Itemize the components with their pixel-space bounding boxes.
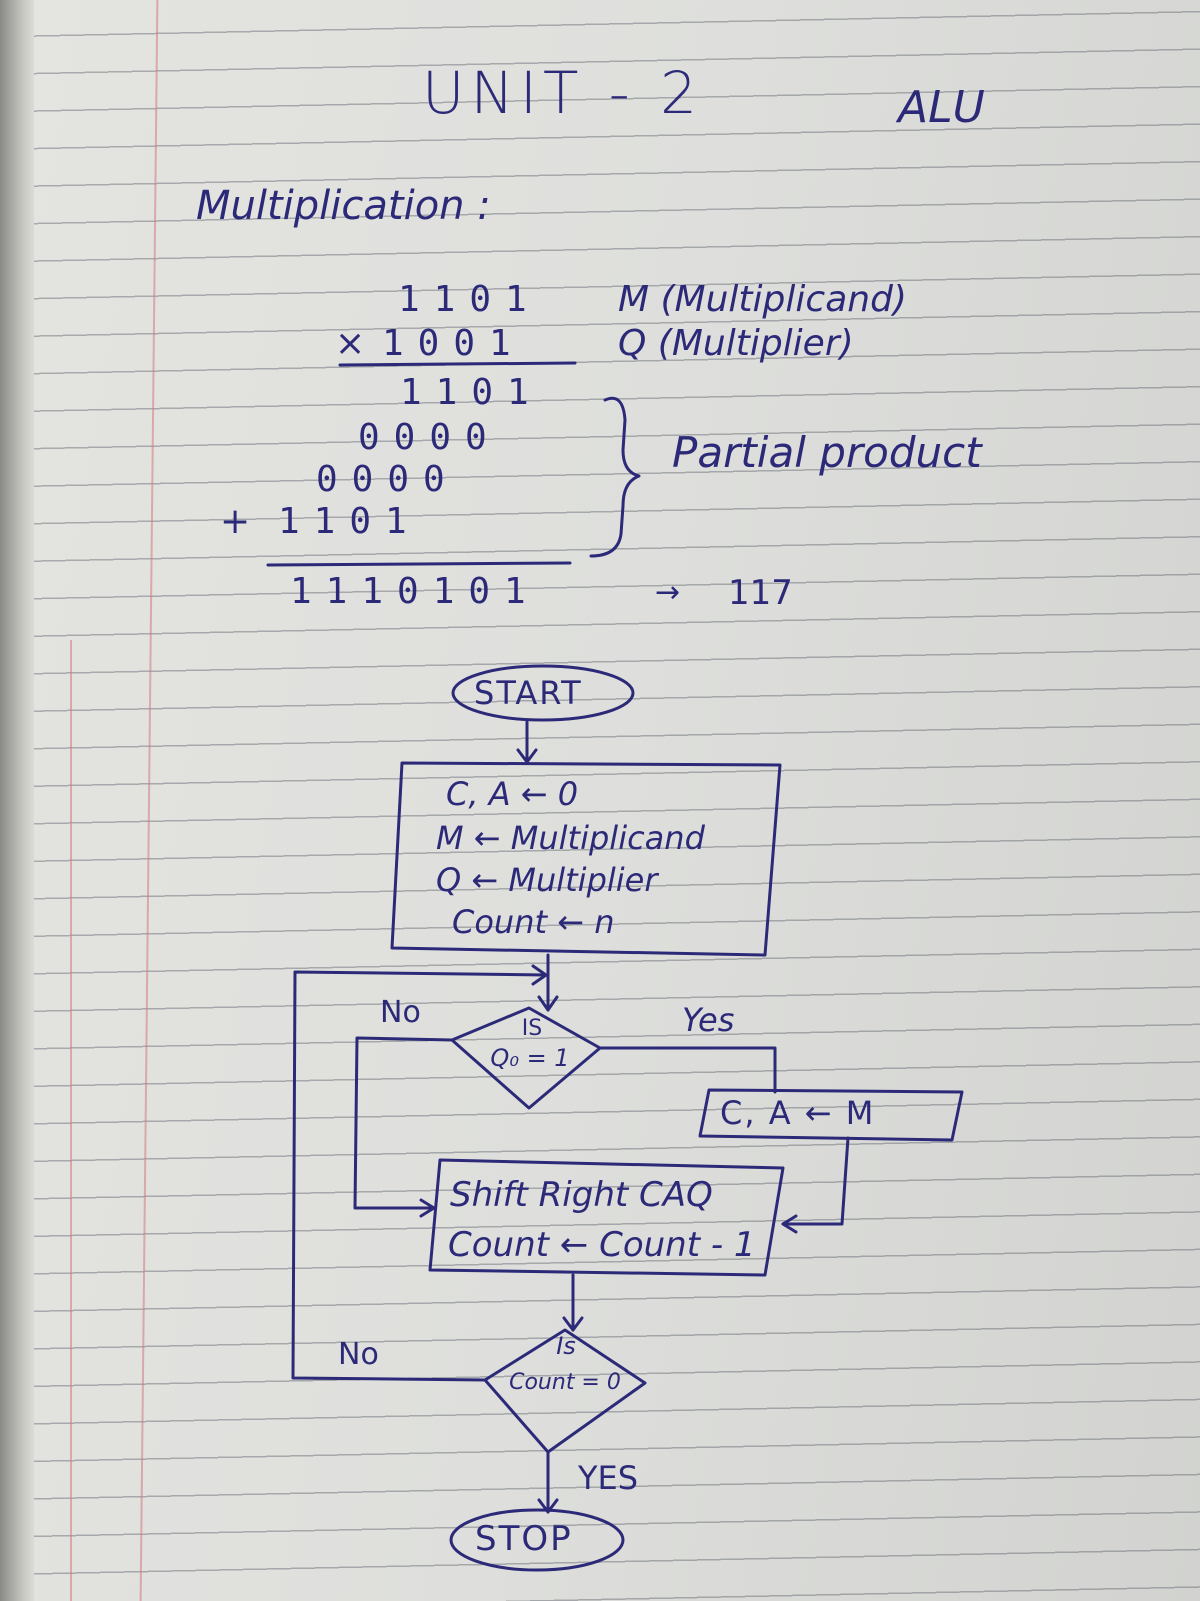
multiplicand-label: M (Multiplicand): [618, 279, 907, 320]
partial-product-row: 1101: [278, 501, 421, 542]
arrowhead-decision2-stop: [537, 1498, 559, 1514]
shift-line: Count ← Count - 1: [448, 1225, 756, 1265]
multiply-sign: ×: [335, 323, 366, 364]
decision1-no-label: No: [380, 995, 421, 1030]
decision1-yes-label: Yes: [682, 1001, 735, 1039]
init-box: [390, 761, 782, 957]
decision1-diamond: [450, 1006, 602, 1110]
decision1-text-2: Q₀ = 1: [490, 1044, 570, 1072]
partial-product-row: 0000: [316, 459, 459, 500]
init-line: C, A ← 0: [446, 775, 579, 813]
shift-line: Shift Right CAQ: [450, 1175, 713, 1215]
partial-product-brace: [589, 396, 641, 558]
partial-product-row: 0000: [358, 417, 501, 458]
arrowhead-add-shift: [781, 1214, 798, 1234]
loop-back-line: [291, 970, 548, 1382]
multiplier-underline: [338, 361, 577, 367]
yes-branch-line: [598, 1046, 777, 1094]
init-line: Q ← Multiplier: [436, 861, 658, 899]
subject-label: ALU: [898, 82, 985, 133]
stop-terminator: [449, 1508, 625, 1572]
arrowhead-shift-decision2: [562, 1316, 584, 1332]
sum-line: [266, 561, 572, 567]
start-terminator: [451, 664, 635, 722]
page-title: UNIT - 2: [422, 59, 704, 127]
add-to-shift-line: [781, 1136, 850, 1226]
multiplicand-value: 1101: [398, 279, 541, 320]
no-branch-line: [353, 1036, 454, 1210]
decision2-no-label: No: [338, 1337, 379, 1372]
add-box-label: C, A ← M: [720, 1094, 876, 1132]
arrowhead-init-decision1: [537, 995, 559, 1012]
decision2-text-1: Is: [556, 1332, 576, 1360]
decision1-text-1: IS: [521, 1016, 543, 1041]
multiplier-label: Q (Multiplier): [618, 323, 854, 364]
add-sign: +: [220, 501, 251, 542]
multiplier-value: 1001: [382, 323, 525, 364]
shift-box: [428, 1158, 785, 1277]
result-value: 1110101: [290, 571, 540, 612]
margin-line-left-2: [70, 640, 72, 1601]
partial-product-label: Partial product: [672, 428, 982, 477]
result-decimal: 117: [728, 573, 793, 613]
init-line: M ← Multiplicand: [436, 819, 705, 857]
decision2-text-2: Count = 0: [509, 1370, 621, 1395]
result-arrow: →: [655, 575, 681, 610]
arrowhead-loop-back: [531, 964, 548, 986]
decision2-yes-label: YES: [578, 1459, 639, 1497]
start-label: START: [474, 674, 583, 712]
partial-product-row: 1101: [400, 372, 543, 413]
stop-label: STOP: [475, 1519, 573, 1559]
section-heading: Multiplication :: [196, 183, 491, 229]
arrowhead-start-init: [516, 748, 538, 764]
notebook-spine: [0, 0, 34, 1601]
arrowhead-no-shift: [419, 1198, 436, 1218]
add-box: [698, 1088, 964, 1142]
init-line: Count ← n: [452, 903, 615, 941]
